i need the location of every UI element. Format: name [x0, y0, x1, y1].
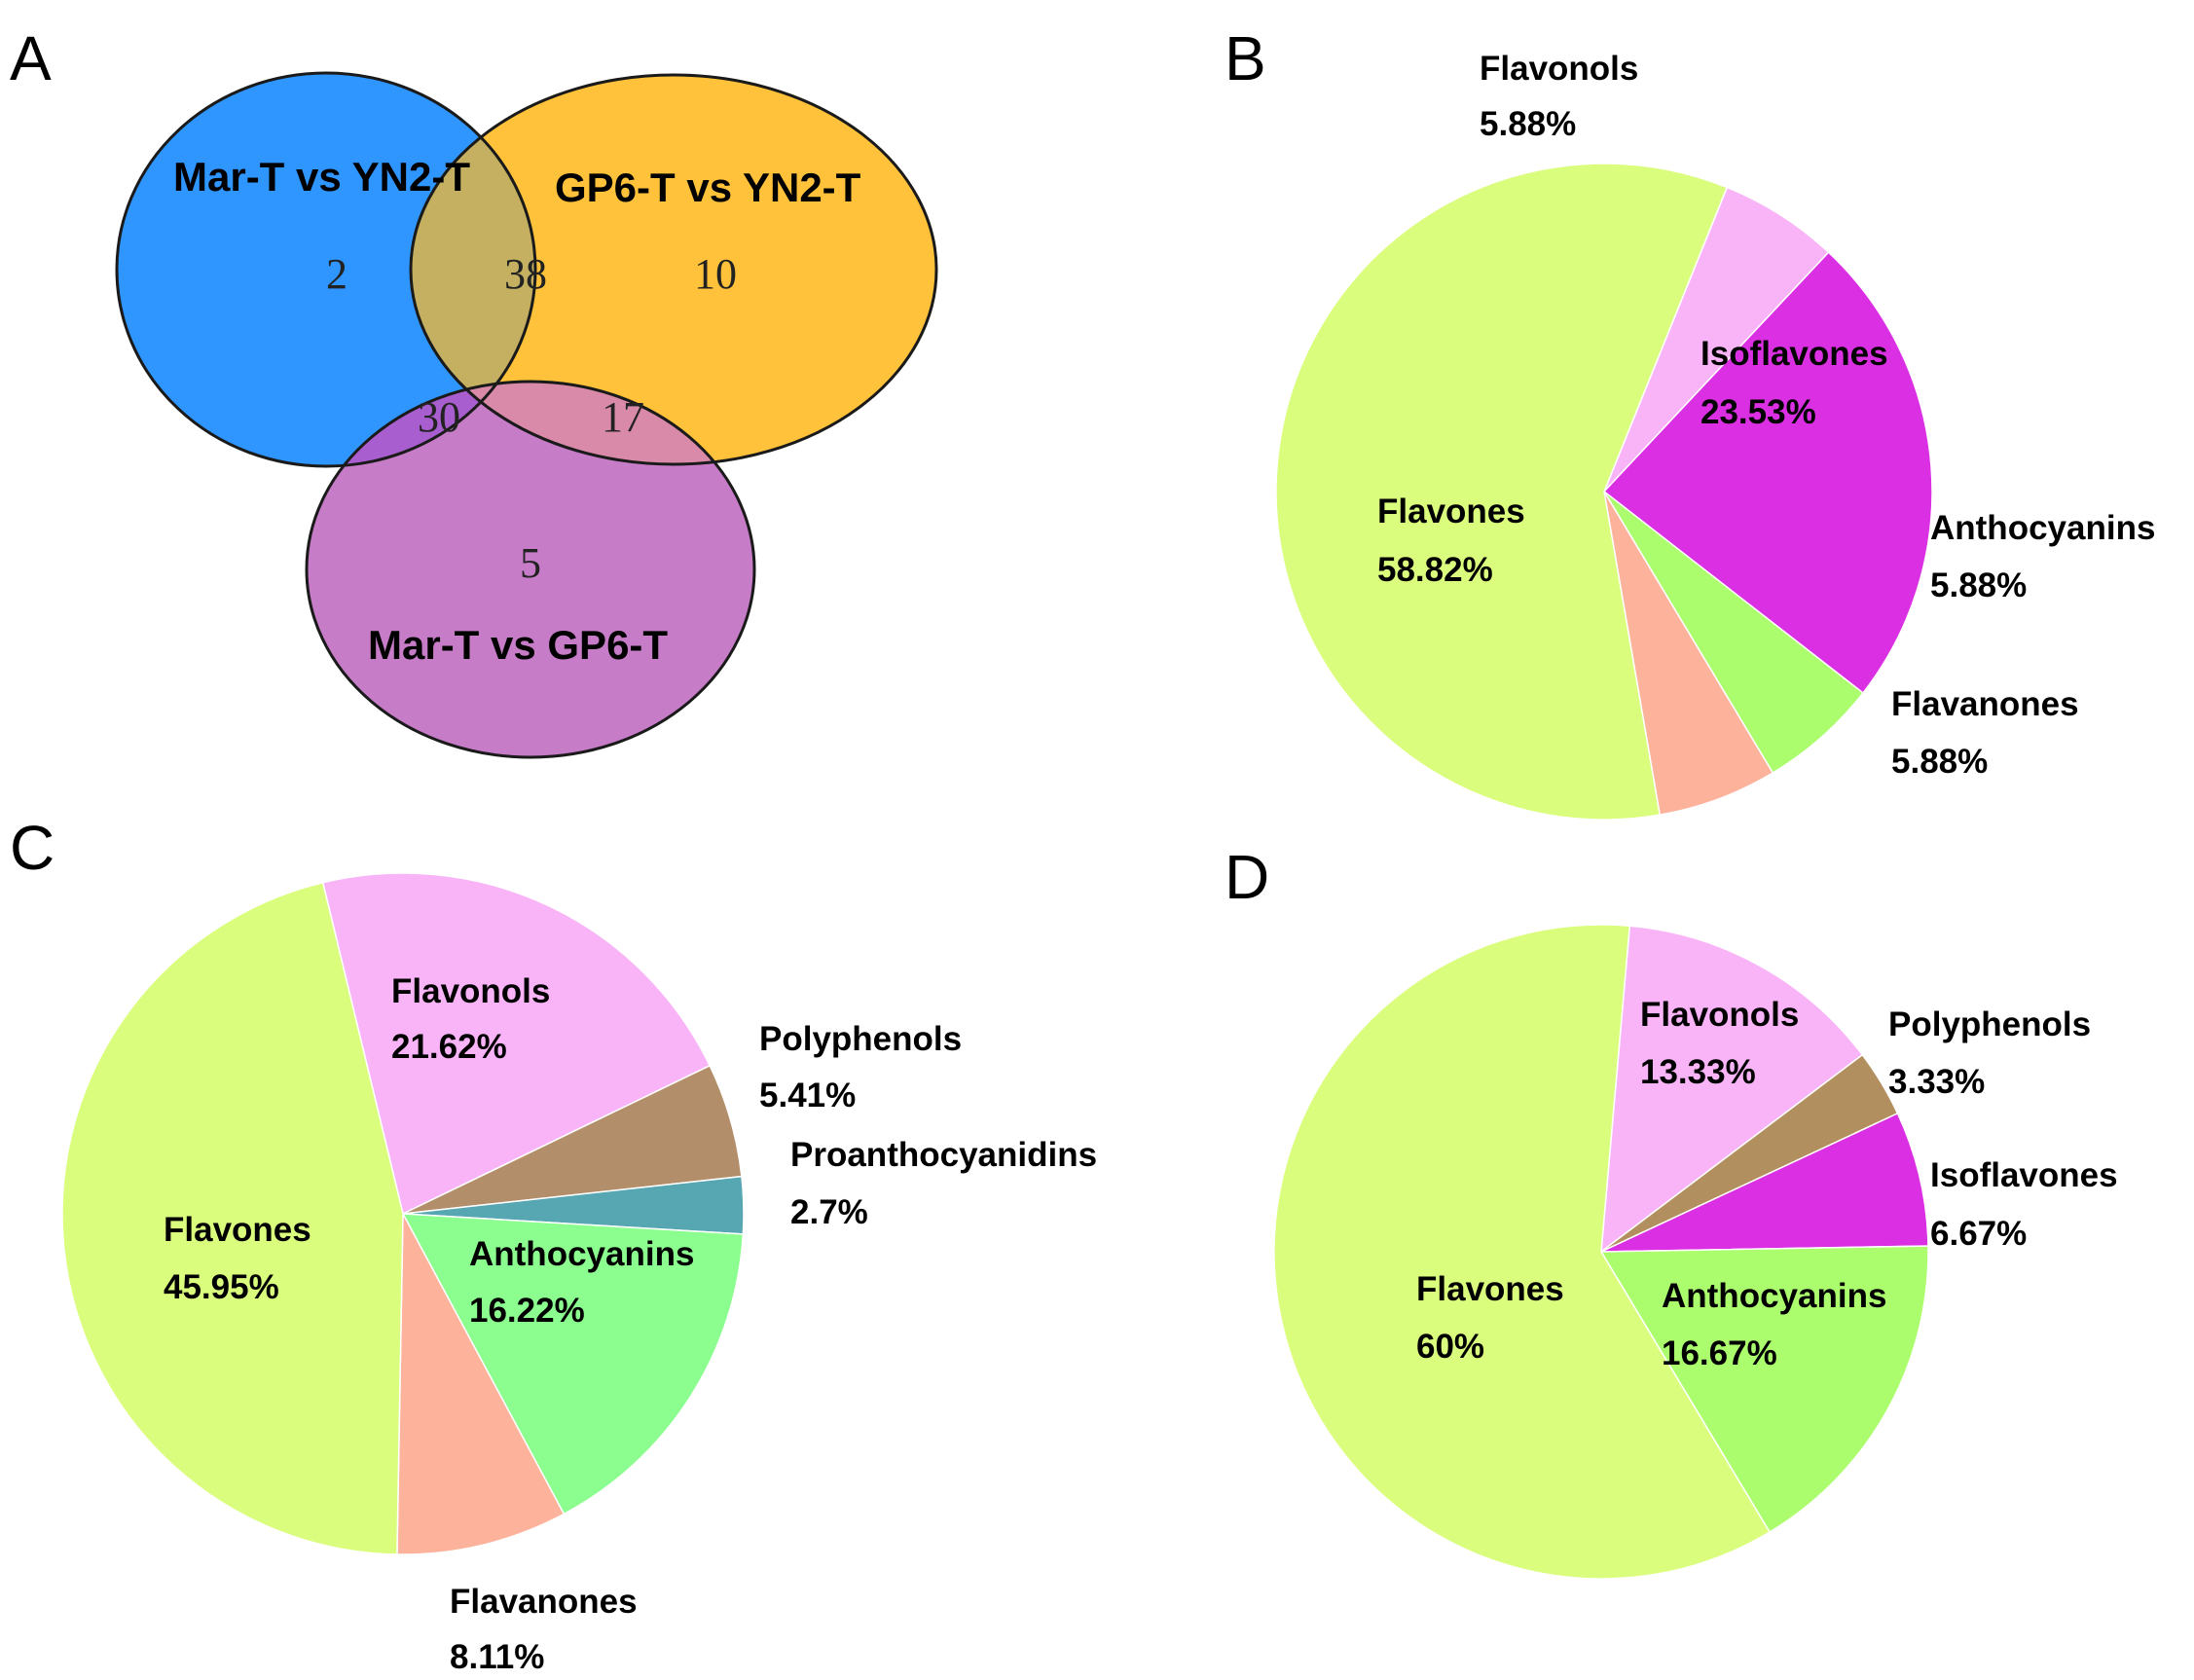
pie-b-pct-flavanones: 5.88% [1891, 743, 1988, 781]
pie-d-label-flavones: Flavones [1416, 1270, 1564, 1308]
pie-c-pct-proanthocyanidins: 2.7% [790, 1193, 868, 1231]
pie-d-label-anthocyanins: Anthocyanins [1662, 1277, 1886, 1315]
pie-c-label-flavonols: Flavonols [391, 972, 550, 1010]
venn-label-gp6-yn2: GP6-T vs YN2-T [555, 164, 861, 210]
venn-count-gp6-yn2-only: 10 [694, 250, 737, 298]
panel-letter-a: A [10, 23, 52, 93]
pie-b-pct-flavonols: 5.88% [1480, 105, 1576, 143]
pie-b-slice-flavonols [1603, 186, 1830, 493]
pie-b-slice-flavones [1275, 163, 1729, 821]
pie-chart-c [61, 872, 745, 1555]
pie-d-pct-polyphenols: 3.33% [1888, 1063, 1985, 1101]
pie-c-label-polyphenols: Polyphenols [759, 1020, 962, 1058]
pie-c-pct-anthocyanins: 16.22% [469, 1292, 585, 1330]
pie-chart-d [1273, 924, 1929, 1580]
pie-b-label-flavonols: Flavonols [1480, 50, 1638, 88]
pie-d-label-flavonols: Flavonols [1640, 996, 1799, 1034]
pie-c-slice-anthocyanins [401, 1213, 745, 1516]
pie-b-pct-isoflavones: 23.53% [1700, 393, 1816, 431]
pie-b-slice-isoflavones [1602, 251, 1933, 695]
venn-set-c [307, 382, 754, 757]
pie-d-labels: Flavonols 13.33% Polyphenols 3.33% Isofl… [1416, 996, 2118, 1372]
venn-count-mar-gp6-only: 5 [520, 539, 541, 587]
pie-b-label-anthocyanins: Anthocyanins [1930, 509, 2155, 547]
pie-b-pct-flavones: 58.82% [1377, 551, 1493, 589]
pie-c-slice-flavones [61, 881, 404, 1555]
pie-d-pct-anthocyanins: 16.67% [1662, 1334, 1777, 1372]
panel-letter-b: B [1225, 23, 1266, 93]
pie-d-slice-flavones [1273, 924, 1772, 1580]
venn-count-mar-yn2-and-mar-gp6: 30 [418, 393, 460, 441]
pie-chart-b [1275, 163, 1933, 821]
pie-b-label-flavanones: Flavanones [1891, 685, 2079, 723]
pie-d-slice-flavonols [1600, 925, 1864, 1254]
pie-d-pct-isoflavones: 6.67% [1930, 1215, 2027, 1253]
pie-d-pct-flavones: 60% [1416, 1328, 1484, 1366]
pie-c-label-flavones: Flavones [164, 1211, 311, 1249]
venn-diagram: Mar-T vs YN2-T GP6-T vs YN2-T Mar-T vs G… [115, 71, 938, 759]
pie-c-slice-flavanones [396, 1211, 566, 1555]
pie-c-label-proanthocyanidins: Proanthocyanidins [790, 1136, 1097, 1174]
pie-b-labels: Flavonols 5.88% Isoflavones 23.53% Antho… [1377, 50, 2155, 781]
pie-b-label-flavones: Flavones [1377, 493, 1525, 530]
venn-count-mar-yn2-and-gp6-yn2: 38 [504, 250, 547, 298]
venn-label-mar-yn2: Mar-T vs YN2-T [173, 154, 470, 200]
panel-letter-c: C [10, 813, 55, 883]
venn-outline-c [305, 380, 756, 759]
pie-d-slice-anthocyanins [1599, 1245, 1929, 1534]
venn-label-mar-gp6: Mar-T vs GP6-T [368, 622, 668, 668]
pie-c-pct-flavonols: 21.62% [391, 1028, 507, 1066]
pie-c-pct-flavanones: 8.11% [450, 1638, 544, 1676]
pie-b-slice-anthocyanins [1603, 491, 1865, 775]
pie-d-label-isoflavones: Isoflavones [1930, 1156, 2118, 1194]
pie-c-slice-flavonols [321, 872, 712, 1216]
pie-d-slice-isoflavones [1600, 1112, 1929, 1253]
venn-set-b [411, 75, 936, 464]
venn-set-a [117, 73, 535, 466]
pie-b-label-isoflavones: Isoflavones [1700, 335, 1888, 373]
venn-count-gp6-yn2-and-mar-gp6: 17 [602, 393, 644, 441]
panel-letter-d: D [1225, 842, 1269, 912]
venn-outline-a [115, 71, 537, 468]
venn-outline-b [409, 73, 938, 466]
venn-count-mar-yn2-only: 2 [326, 250, 347, 298]
pie-c-label-anthocyanins: Anthocyanins [469, 1235, 694, 1273]
pie-c-labels: Flavonols 21.62% Polyphenols 5.41% Proan… [164, 972, 1097, 1676]
pie-c-pct-flavones: 45.95% [164, 1268, 279, 1306]
pie-d-pct-flavonols: 13.33% [1640, 1053, 1756, 1091]
pie-d-label-polyphenols: Polyphenols [1888, 1005, 2091, 1043]
pie-c-pct-polyphenols: 5.41% [759, 1077, 856, 1114]
pie-b-pct-anthocyanins: 5.88% [1930, 566, 2027, 604]
pie-c-label-flavanones: Flavanones [450, 1583, 638, 1621]
